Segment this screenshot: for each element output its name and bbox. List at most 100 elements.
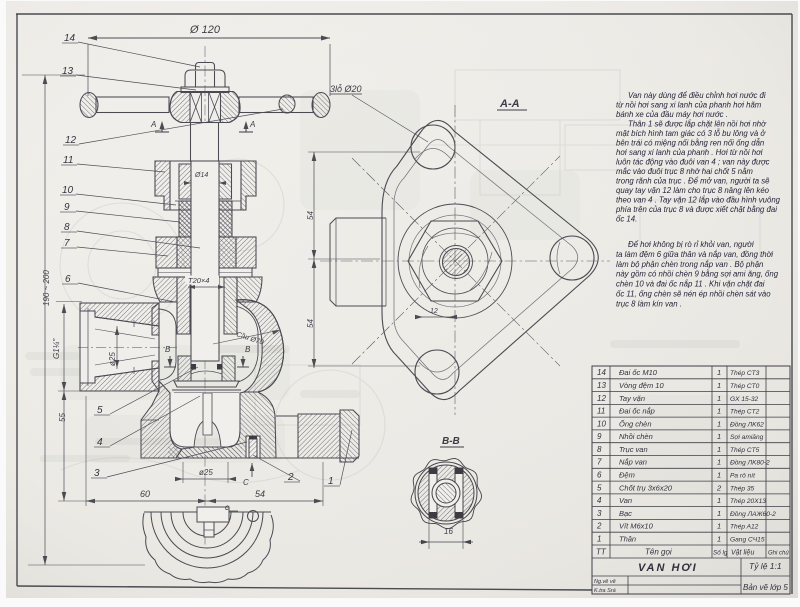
svg-text:10: 10 [597, 419, 606, 428]
svg-text:2: 2 [596, 522, 602, 531]
svg-text:A: A [249, 120, 255, 129]
svg-text:quay tay vặn 12 làm cho trục 8: quay tay vặn 12 làm cho trục 8 nâng lên … [616, 186, 770, 195]
svg-text:16: 16 [444, 527, 453, 536]
svg-text:K.tra Srá: K.tra Srá [594, 588, 616, 594]
svg-text:Đai ốc M10: Đai ốc M10 [619, 368, 658, 377]
svg-text:Tay vặn: Tay vặn [619, 394, 645, 403]
svg-text:này gồm có nhồi chèn 9 bằng sợ: này gồm có nhồi chèn 9 bằng sợi ami ăng,… [616, 270, 779, 279]
svg-text:B: B [245, 345, 251, 354]
svg-text:4: 4 [97, 437, 103, 448]
svg-text:Pa rô nít: Pa rô nít [730, 473, 756, 480]
svg-text:Đồng ЛK62: Đồng ЛK62 [730, 419, 764, 428]
svg-text:1: 1 [717, 368, 721, 377]
svg-text:5: 5 [97, 405, 103, 416]
svg-text:Vật liệu: Vật liệu [731, 550, 754, 557]
svg-text:1: 1 [597, 534, 601, 543]
svg-text:6: 6 [65, 274, 71, 285]
svg-text:bên trái có miệng nối bằng ren: bên trái có miệng nối bằng ren nối ống d… [616, 139, 764, 148]
svg-text:11: 11 [63, 155, 73, 166]
svg-text:190 ~ 200: 190 ~ 200 [42, 270, 51, 306]
svg-text:9: 9 [64, 202, 70, 213]
svg-text:T20×4: T20×4 [188, 276, 209, 285]
svg-text:hơi sang xi lanh của phanh . H: hơi sang xi lanh của phanh . Hơi từ nồi … [616, 148, 763, 157]
svg-text:C: C [243, 478, 249, 487]
svg-text:11: 11 [597, 407, 605, 416]
svg-text:luôn tác động vào đuôi van 4 ;: luôn tác động vào đuôi van 4 ; van này đ… [616, 158, 770, 167]
svg-text:1: 1 [717, 381, 721, 390]
svg-text:1: 1 [717, 407, 721, 416]
svg-text:Vít M6x10: Vít M6x10 [619, 522, 654, 531]
svg-text:1: 1 [717, 522, 721, 531]
svg-text:12: 12 [597, 394, 606, 403]
svg-text:13: 13 [62, 66, 74, 77]
svg-text:Bản vẽ lớp 5: Bản vẽ lớp 5 [743, 583, 788, 592]
svg-text:ốc 14.: ốc 14. [616, 215, 637, 224]
svg-text:54: 54 [255, 489, 265, 499]
svg-text:Bạc: Bạc [619, 509, 632, 518]
svg-text:Đồng ЛAЖ60-2: Đồng ЛAЖ60-2 [730, 509, 776, 518]
svg-text:ø25: ø25 [199, 468, 213, 477]
svg-text:Thép CT0: Thép CT0 [730, 383, 760, 390]
svg-text:54: 54 [306, 319, 315, 328]
svg-text:Đai ốc nắp: Đai ốc nắp [619, 407, 655, 416]
svg-text:Nhồi chèn: Nhồi chèn [619, 432, 653, 441]
svg-text:c: c [225, 503, 229, 512]
svg-text:Sợi amiăng: Sợi amiăng [730, 434, 764, 441]
svg-text:Ống chèn: Ống chèn [619, 419, 652, 428]
svg-text:G1¼": G1¼" [52, 338, 61, 359]
svg-text:1: 1 [717, 419, 721, 428]
svg-text:Thép CT3: Thép CT3 [730, 370, 760, 377]
svg-text:VAN HƠI: VAN HƠI [638, 562, 698, 574]
svg-text:12: 12 [65, 135, 77, 146]
svg-text:Gang CЧ15: Gang CЧ15 [730, 536, 765, 543]
svg-text:1: 1 [328, 476, 334, 487]
svg-text:1: 1 [717, 534, 721, 543]
svg-text:Số lg: Số lg [713, 549, 728, 557]
svg-text:9: 9 [597, 432, 602, 441]
svg-text:10: 10 [62, 185, 74, 196]
svg-text:3: 3 [94, 468, 100, 479]
svg-text:Thép A12: Thép A12 [730, 524, 759, 531]
svg-text:TT: TT [596, 548, 607, 557]
svg-text:trong rãnh của trục . Để mở va: trong rãnh của trục . Để mở van, người t… [616, 177, 770, 186]
svg-text:Nắp van: Nắp van [619, 458, 647, 467]
svg-text:phía trên của trục 8 và được x: phía trên của trục 8 và được xiết chặt b… [615, 205, 777, 214]
svg-text:8: 8 [597, 445, 602, 454]
svg-text:6: 6 [597, 471, 602, 480]
svg-text:Thân 1 sẽ được lắp chặt lên nồ: Thân 1 sẽ được lắp chặt lên nồi hơi nhờ [628, 120, 767, 129]
svg-text:làm bộ phận chèn trong nắp van: làm bộ phận chèn trong nắp van . Bộ phận [616, 260, 763, 269]
svg-text:Thân: Thân [619, 534, 636, 543]
svg-text:1: 1 [717, 445, 721, 454]
svg-text:1: 1 [717, 509, 721, 518]
svg-text:3: 3 [597, 509, 602, 518]
svg-text:55: 55 [58, 413, 67, 422]
svg-text:từ nồi hơi sang xi lanh của ph: từ nồi hơi sang xi lanh của phanh hơi hã… [616, 101, 762, 110]
svg-text:3lỗ Ø20: 3lỗ Ø20 [330, 84, 362, 94]
svg-text:mặt bích hình tam giác có 3 lỗ: mặt bích hình tam giác có 3 lỗ bu lông v… [616, 129, 766, 138]
svg-text:Thép CT2: Thép CT2 [730, 409, 760, 416]
svg-text:13: 13 [597, 381, 606, 390]
svg-text:5: 5 [597, 483, 602, 492]
svg-text:mắc vào đuôi trục 8 nhờ hai ch: mắc vào đuôi trục 8 nhờ hai chốt 5 nằm [616, 167, 753, 176]
svg-text:Vòng đệm 10: Vòng đệm 10 [619, 381, 664, 390]
svg-text:trục 8 làm kín van .: trục 8 làm kín van . [616, 299, 682, 308]
svg-text:12: 12 [430, 308, 438, 315]
svg-text:GX 15-32: GX 15-32 [730, 396, 759, 403]
svg-text:54: 54 [306, 211, 315, 220]
svg-text:60: 60 [140, 489, 150, 499]
svg-text:chèn 10 và đai ốc nắp 11 . Khi: chèn 10 và đai ốc nắp 11 . Khi vặn chặt … [616, 280, 765, 289]
svg-text:1: 1 [717, 471, 721, 480]
svg-text:2: 2 [716, 483, 722, 492]
svg-text:1: 1 [717, 394, 721, 403]
svg-text:Đồng ЛK80-2: Đồng ЛK80-2 [730, 458, 770, 467]
svg-text:1: 1 [717, 496, 721, 505]
svg-text:B: B [165, 345, 171, 354]
svg-text:7: 7 [597, 458, 602, 467]
svg-text:Đệm: Đệm [619, 471, 635, 480]
svg-text:Van: Van [619, 496, 632, 505]
svg-text:A: A [150, 120, 156, 129]
svg-text:ø25: ø25 [108, 352, 117, 366]
svg-text:14: 14 [64, 33, 76, 44]
svg-text:ta làm đệm 6 giữa thân và nắp: ta làm đệm 6 giữa thân và nắp van, đồng … [616, 250, 773, 259]
svg-text:B-B: B-B [442, 436, 460, 447]
